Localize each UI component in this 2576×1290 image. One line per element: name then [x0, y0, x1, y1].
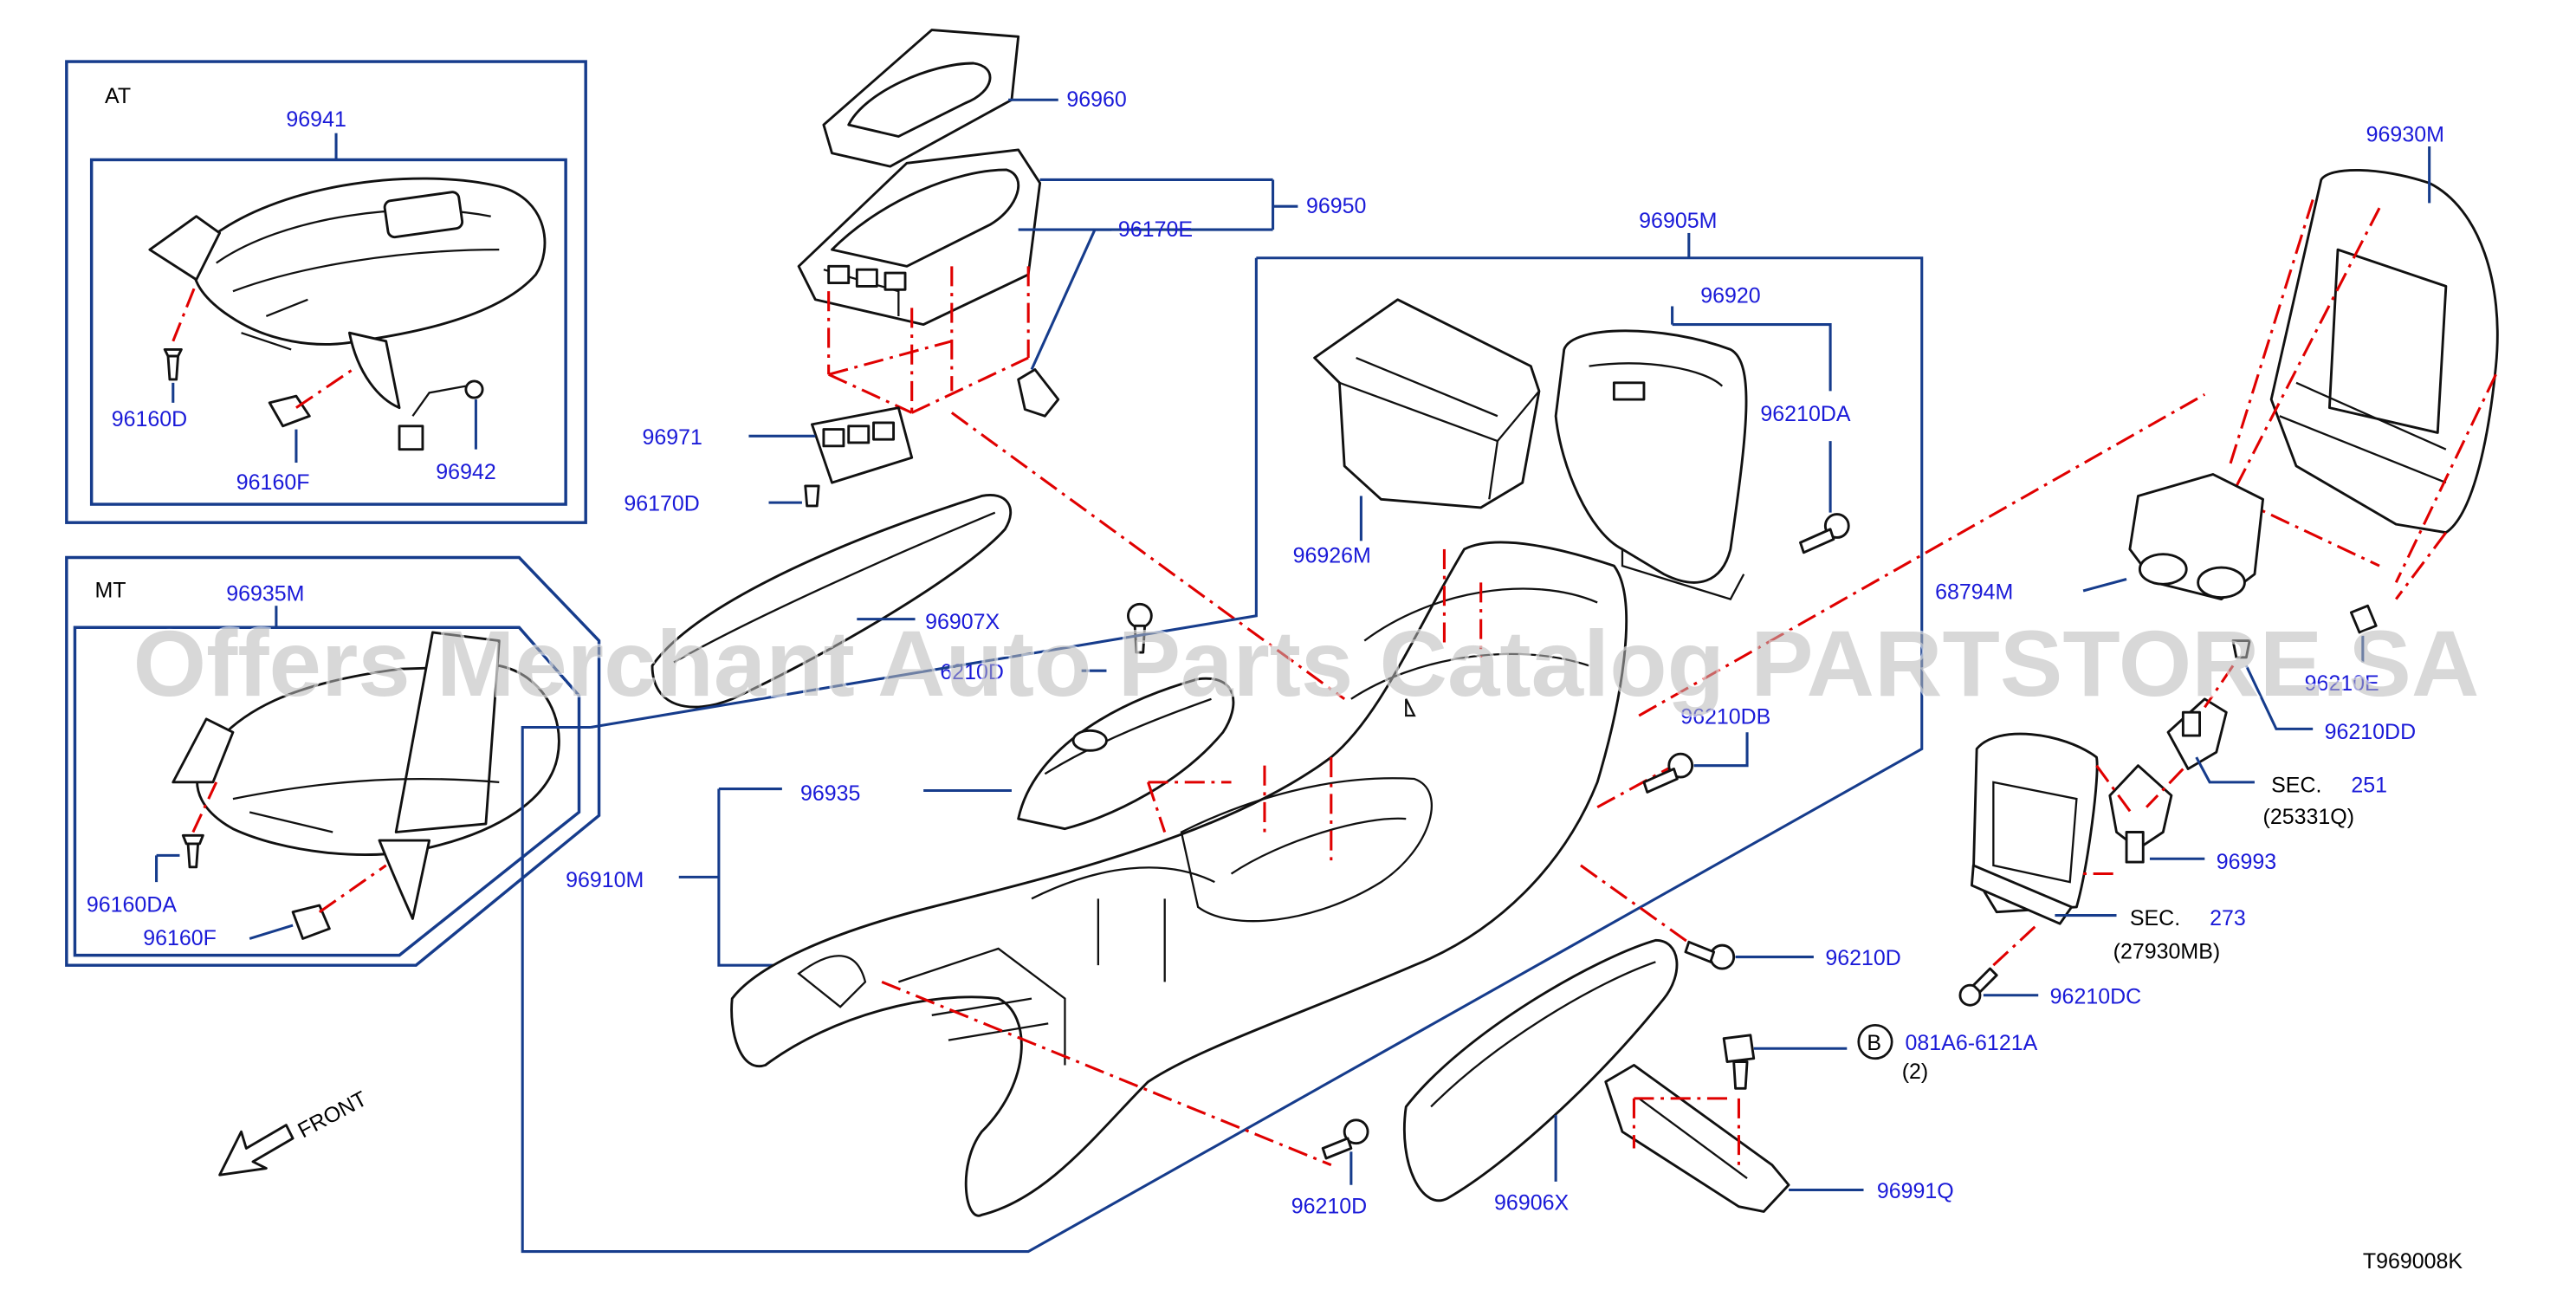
cup-holder-ring-96960 [822, 29, 1020, 168]
harness-96942 [398, 379, 484, 451]
label-96935M[interactable]: 96935M [226, 581, 304, 606]
label-96950[interactable]: 96950 [1306, 194, 1366, 218]
at-inner-box [89, 158, 567, 506]
shift-trim-96935 [1017, 677, 1235, 831]
label-96993[interactable]: 96993 [2217, 850, 2276, 874]
label-96960[interactable]: 96960 [1066, 88, 1126, 112]
front-arrow: FRONT [218, 1086, 371, 1177]
screw-96210D-mid [1684, 940, 1736, 970]
at-outer-box [65, 60, 587, 524]
label-96905M[interactable]: 96905M [1639, 209, 1717, 233]
bolt-circle-icon [1857, 1023, 1893, 1060]
screw-96210DA [1799, 513, 1850, 554]
label-96991Q[interactable]: 96991Q [1877, 1179, 1954, 1203]
clip-96160F-mt [291, 904, 331, 940]
bolt-quantity: (2) [1902, 1060, 1929, 1084]
label-96170D[interactable]: 96170D [624, 492, 699, 516]
label-96210DD[interactable]: 96210DD [2325, 720, 2417, 744]
clip-96170E [1017, 368, 1060, 418]
label-96210DA[interactable]: 96210DA [1760, 402, 1850, 426]
grille-sec-273 [1970, 732, 2099, 925]
watermark-text: Offers Merchant Auto Parts Catalog PARTS… [133, 612, 2480, 716]
clip-96210E [2349, 604, 2378, 634]
label-96160D[interactable]: 96160D [112, 407, 187, 431]
bolt-081A6-6121A [1722, 1034, 1756, 1090]
label-96210E-partial[interactable]: 96210E [2305, 671, 2379, 696]
label-68794M[interactable]: 68794M [1935, 580, 2013, 605]
label-96210D-bottom[interactable]: 96210D [1291, 1194, 1367, 1218]
screw-96210D-bottom [1321, 1118, 1369, 1160]
label-96210DC[interactable]: 96210DC [2050, 984, 2142, 1008]
drawing-code: T969008K [2363, 1249, 2463, 1274]
pad-96920 [1554, 329, 1748, 600]
at-label: AT [105, 84, 131, 108]
label-96941[interactable]: 96941 [286, 107, 346, 132]
sec-251-prefix: SEC. [2271, 773, 2321, 797]
sec-251-number[interactable]: 251 [2351, 773, 2387, 797]
at-shift-finisher-drawing [148, 177, 547, 410]
sec-273-number[interactable]: 273 [2210, 906, 2246, 930]
label-96210DB[interactable]: 96210DB [1680, 705, 1770, 729]
vent-68794M [2128, 473, 2265, 601]
screw-96170D [804, 484, 820, 508]
connector-sec-251 [2166, 697, 2228, 770]
screw-96210DC [1958, 967, 1998, 1007]
mt-group: MT 96935M 96160DA 96160F [65, 555, 601, 967]
screw-96210D-upper [1126, 602, 1153, 654]
mt-inner-box [73, 626, 581, 957]
label-96160F-mt[interactable]: 96160F [143, 926, 217, 950]
armrest-96907X [650, 494, 1013, 709]
label-96971[interactable]: 96971 [643, 425, 702, 450]
console-callout-lines [521, 256, 1924, 1254]
connector-96993 [2108, 764, 2173, 864]
bracket-96991Q [1604, 1063, 1790, 1213]
side-finisher-96906X [1402, 938, 1679, 1202]
label-96930M[interactable]: 96930M [2366, 122, 2444, 146]
clip-96160F-at [268, 394, 311, 428]
label-96210D-mid[interactable]: 96210D [1825, 946, 1900, 970]
sec-273-prefix: SEC. [2130, 906, 2180, 930]
label-081A6-6121A[interactable]: 081A6-6121A [1906, 1031, 2038, 1055]
mt-label: MT [94, 579, 126, 603]
screw-96210DB [1642, 752, 1694, 794]
screw-96160D [163, 347, 183, 381]
cup-holder-96950 [797, 148, 1042, 327]
sec-251-ref: (25331Q) [2263, 805, 2354, 829]
label-96942[interactable]: 96942 [436, 460, 495, 484]
front-label: FRONT [294, 1086, 371, 1143]
label-96170E[interactable]: 96170E [1118, 217, 1193, 242]
rear-panel-96930M [2269, 168, 2499, 535]
switch-assembly-96971 [811, 406, 914, 484]
label-96160F-at[interactable]: 96160F [236, 470, 310, 495]
bolt-circle-letter: B [1867, 1031, 1881, 1055]
label-96906X[interactable]: 96906X [1494, 1191, 1569, 1215]
label-96926M[interactable]: 96926M [1293, 543, 1371, 567]
mt-outer-box [65, 555, 601, 967]
label-96935[interactable]: 96935 [800, 781, 860, 806]
at-group: AT 96941 96160D 96160F [65, 60, 587, 524]
label-96160DA[interactable]: 96160DA [87, 893, 177, 917]
sec-273-ref: (27930MB) [2113, 939, 2221, 963]
label-96920[interactable]: 96920 [1700, 284, 1760, 308]
screw-96160DA [181, 833, 204, 869]
mt-shift-boot-drawing [172, 631, 560, 920]
label-96910M[interactable]: 96910M [566, 868, 644, 892]
cup-holder-group: 96960 96950 96170E [797, 29, 1366, 701]
storage-bin-96926M [1313, 298, 1541, 509]
label-96907X[interactable]: 96907X [925, 610, 1000, 634]
screw-96210DD [2231, 639, 2251, 659]
